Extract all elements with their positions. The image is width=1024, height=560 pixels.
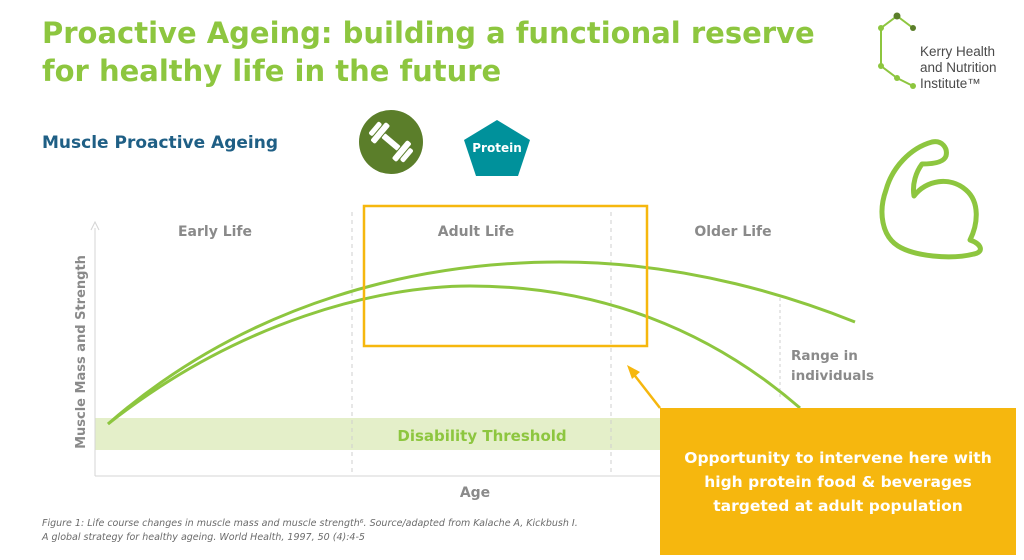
opportunity-callout: Opportunity to intervene here with high … — [660, 408, 1016, 555]
threshold-label: Disability Threshold — [397, 427, 566, 445]
logo-line-3: Institute™ — [920, 76, 981, 91]
section-subtitle: Muscle Proactive Ageing — [42, 133, 278, 153]
range-label-line-1: Range in — [791, 348, 858, 364]
caption-line-1: Figure 1: Life course changes in muscle … — [42, 518, 578, 529]
x-axis-label: Age — [460, 485, 490, 501]
figure-caption: Figure 1: Life course changes in muscle … — [42, 517, 642, 545]
kerry-logo-text: Kerry Health and Nutrition Institute™ — [920, 44, 997, 92]
logo-line-2: and Nutrition — [920, 60, 997, 75]
disability-threshold-band — [95, 418, 660, 450]
protein-label: Protein — [472, 141, 522, 155]
phase-label-older: Older Life — [694, 224, 771, 240]
lower-muscle-curve — [107, 284, 801, 426]
slide-title: Proactive Ageing: building a functional … — [42, 16, 815, 88]
adult-life-highlight-box — [362, 204, 649, 348]
phase-label-adult: Adult Life — [438, 224, 515, 240]
phase-label-early: Early Life — [178, 224, 252, 240]
opportunity-arrow — [631, 371, 661, 409]
opportunity-arrowhead — [627, 365, 640, 379]
range-label-line-2: individuals — [791, 368, 874, 384]
flexed-arm-icon — [870, 138, 990, 272]
kerry-hexagon-logo-icon — [878, 12, 916, 89]
protein-pentagon-icon: Protein — [461, 118, 533, 182]
y-axis-arrow — [90, 220, 100, 231]
opportunity-text: Opportunity to intervene here with high … — [684, 448, 992, 515]
logo-line-1: Kerry Health — [920, 44, 996, 59]
y-axis-label: Muscle Mass and Strength — [74, 255, 89, 449]
upper-muscle-curve — [107, 260, 856, 426]
dumbbell-icon — [359, 110, 423, 174]
caption-line-2: A global strategy for healthy ageing. Wo… — [42, 532, 365, 543]
